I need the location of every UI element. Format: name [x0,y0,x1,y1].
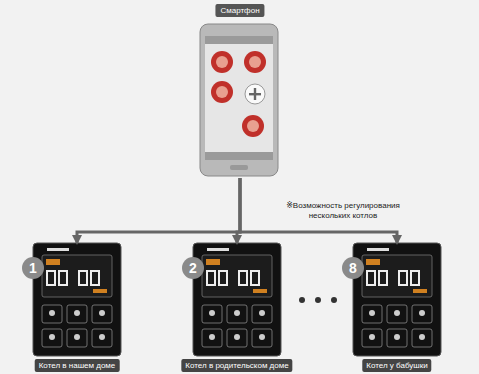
caption-label: Котел у бабушки [362,359,431,372]
boiler-controller: Котел у бабушки [353,243,441,356]
callout-number: 1 [22,257,44,279]
callout-number: 8 [342,257,364,279]
boiler-controller: Котел в родительском доме [193,243,281,356]
caption-label: Котел в нашем доме [35,359,120,372]
callout-number: 2 [182,257,204,279]
caption-label: Котел в родительском доме [181,359,292,372]
boiler-controller: Котел в нашем доме [33,243,121,356]
connector [240,178,397,243]
connector [77,178,240,243]
device-label: Смартфон [215,4,264,17]
device-box: Смартфон [192,4,288,178]
note-text: ※Возможность регулирования нескольких ко… [284,201,402,221]
